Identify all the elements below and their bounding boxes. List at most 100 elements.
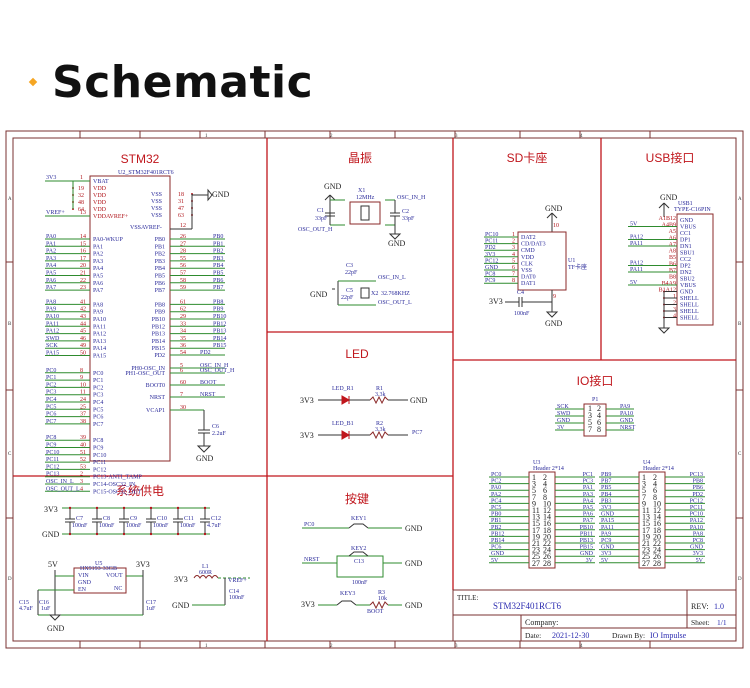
- pin-number: 27: [532, 559, 540, 568]
- svg-text:VBAT: VBAT: [93, 179, 109, 185]
- section-title-crystal: 晶振: [348, 151, 372, 165]
- capacitor-ref: C10: [157, 516, 167, 522]
- net-label: SCK: [557, 404, 569, 410]
- pin-number: 22: [80, 278, 86, 284]
- pin-number: 46: [80, 336, 86, 342]
- net-label: PA5: [46, 271, 56, 277]
- pin-number: 15: [80, 241, 86, 247]
- pin-name: PC2: [93, 385, 103, 391]
- pin-number: 57: [180, 271, 186, 277]
- pin-name: PA4: [93, 266, 103, 272]
- pin-number: 18: [543, 526, 551, 535]
- net-label: PB3: [601, 498, 611, 504]
- pin-name: PA6: [93, 281, 103, 287]
- row-marker: D: [738, 577, 742, 582]
- net-label: PC11: [690, 505, 703, 511]
- pin-number: 42: [80, 307, 86, 313]
- pin-name: PC3: [93, 393, 103, 399]
- pin-number: 25: [642, 552, 650, 561]
- svg-text:3V3: 3V3: [489, 297, 503, 306]
- net-label: PC2: [46, 382, 56, 388]
- net-label: PB3: [213, 256, 223, 262]
- net-label: PA11: [630, 241, 643, 247]
- svg-text:GND: GND: [545, 204, 563, 213]
- pin-number: 10: [543, 499, 551, 508]
- net-label: OSC_IN_L: [46, 479, 74, 485]
- pin-number: 2: [80, 472, 83, 478]
- pin-number: 19: [532, 532, 540, 541]
- pin-name: CC1: [680, 231, 691, 237]
- pin-name: PC10: [93, 453, 106, 459]
- net-label: OSC_OUT_L: [378, 300, 412, 306]
- svg-text:GND: GND: [47, 624, 65, 633]
- column-marker: 4: [580, 134, 583, 139]
- pin-number: 11: [642, 506, 650, 515]
- pin-number: 20: [543, 532, 551, 541]
- pin-pad: A8: [669, 249, 676, 255]
- svg-text:C15: C15: [19, 600, 29, 606]
- net-label: PC2: [491, 479, 501, 485]
- pin-name: PA1: [93, 244, 103, 250]
- net-label: PA12: [630, 235, 643, 241]
- pin-number: 2: [543, 473, 547, 482]
- pin-number: 59: [180, 285, 186, 291]
- pin-number: 39: [80, 435, 86, 441]
- svg-text:P1: P1: [592, 397, 598, 403]
- pin-number: 3: [642, 480, 646, 489]
- pin-number: 5: [532, 486, 536, 495]
- net-label: NRST: [620, 425, 636, 431]
- pin-number: 25: [532, 552, 540, 561]
- svg-text:TYPE-C16PIN: TYPE-C16PIN: [674, 207, 711, 213]
- pin-number: 10: [80, 382, 86, 388]
- svg-text:R3: R3: [378, 590, 385, 596]
- svg-text:GND: GND: [660, 193, 678, 202]
- pin-number: 2: [512, 239, 515, 245]
- pin-number: 3: [512, 245, 515, 251]
- column-marker: 3: [455, 134, 458, 139]
- net-label: PA1: [583, 485, 593, 491]
- pin-name: PA14: [93, 346, 106, 352]
- page-title: Schematic: [52, 56, 314, 108]
- capacitor-ref: C6: [212, 424, 219, 430]
- pin-number: 37: [80, 412, 86, 418]
- net-label: OSC_OUT_H: [298, 227, 333, 233]
- row-marker: B: [8, 322, 12, 327]
- svg-text:C13: C13: [354, 559, 364, 565]
- net-label: PB8: [693, 479, 703, 485]
- pin-pad: 4: [673, 314, 676, 320]
- pin-number: 26: [543, 552, 551, 561]
- switch-key2: [348, 551, 369, 557]
- svg-text:3V3: 3V3: [136, 560, 150, 569]
- net-label: 5V: [630, 280, 638, 286]
- pin-number: 9: [80, 375, 83, 381]
- pin-number: 36: [180, 343, 186, 349]
- pin-number: 23: [80, 285, 86, 291]
- net-label: PA0: [46, 234, 56, 240]
- pin-number: 9: [642, 499, 646, 508]
- net-label: PC6: [46, 412, 56, 418]
- capacitor-ref: C12: [211, 516, 221, 522]
- resistor-ref: R2: [376, 421, 383, 427]
- svg-text:100nF: 100nF: [352, 580, 368, 586]
- pin-name: PA10: [93, 317, 106, 323]
- column-marker: 3: [455, 644, 458, 649]
- net-label: PA15: [601, 518, 614, 524]
- ground-icon: [657, 327, 671, 334]
- pin-name: PA0-WKUP: [93, 237, 123, 243]
- sd-body: [517, 231, 567, 291]
- svg-text:VIN: VIN: [78, 573, 89, 579]
- net-label: BOOT: [367, 609, 384, 615]
- net-label: PB1: [213, 241, 223, 247]
- net-label: PC4: [46, 397, 56, 403]
- pin-number: 11: [80, 390, 86, 396]
- power-block: 3V3 GND C7100nFC8100nFC9100nFC10100nFC11…: [19, 505, 250, 633]
- pin-name: PC11: [93, 460, 106, 466]
- pin-number: 47: [178, 206, 184, 212]
- pin-pad: 2: [673, 301, 676, 307]
- net-label: PB4: [601, 492, 611, 498]
- column-marker: 4: [580, 644, 583, 649]
